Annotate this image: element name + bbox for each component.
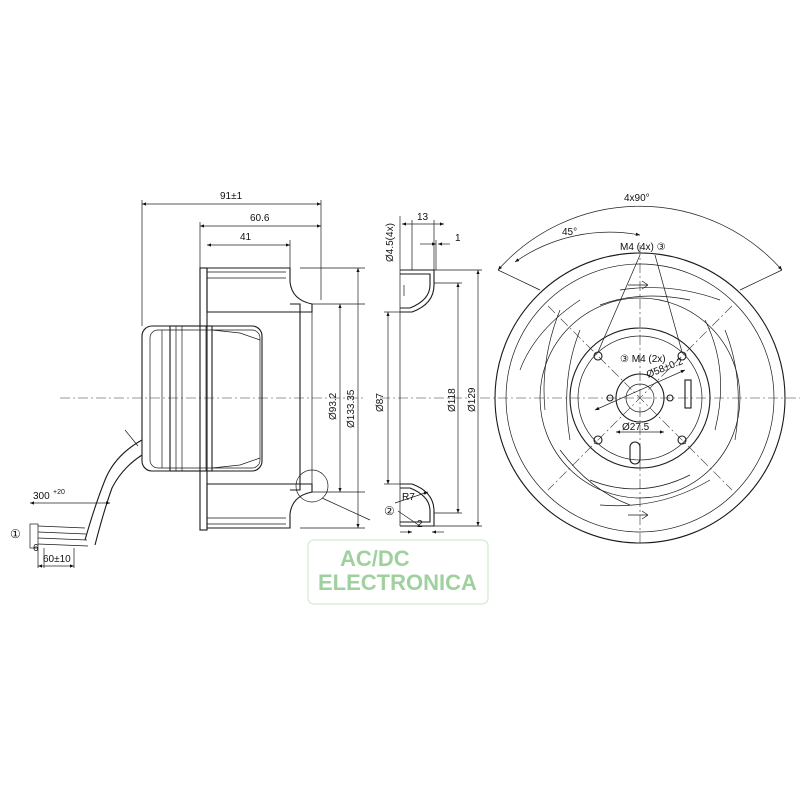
impeller-blades xyxy=(519,287,739,507)
dim-dia-133: Ø133.35 xyxy=(346,389,357,428)
watermark-line2: ELECTRONICA xyxy=(318,570,477,595)
cable xyxy=(84,439,143,541)
dim-dia-27: Ø27.5 xyxy=(622,422,650,433)
motor-body xyxy=(141,325,263,472)
callout-2: ② xyxy=(384,504,395,518)
watermark-line1: AC/DC xyxy=(340,546,410,571)
dim-dia-87: Ø87 xyxy=(375,393,386,412)
dim-dia-93: Ø93.2 xyxy=(328,392,339,420)
callout-1: ① xyxy=(10,527,21,541)
front-view: 4x90° 45° M4 (4x) ③ ③ M4 (2x) Ø58±0.2 Ø2… xyxy=(480,193,800,545)
dim-strip-a: 6 xyxy=(33,543,39,554)
dim-dia-129: Ø129 xyxy=(467,387,478,412)
label-thread-2x: ③ M4 (2x) xyxy=(620,354,666,365)
dim-strip-b: 60±10 xyxy=(43,554,71,565)
side-view: 91±1 60.6 41 Ø93.2 Ø133.35 300 +20 6 60±… xyxy=(10,191,371,568)
dim-angle-45: 45° xyxy=(562,227,577,238)
dim-hole-dia: Ø4.5(4x) xyxy=(385,223,396,262)
dim-flange-length: 60.6 xyxy=(250,213,270,224)
watermark-logo: AC/DC ELECTRONICA xyxy=(307,539,489,605)
nozzle-section: 13 1 Ø4.5(4x) Ø87 Ø118 Ø129 R7 ② 2 xyxy=(375,212,482,534)
dim-cable-tolerance: +20 xyxy=(53,489,65,496)
dim-overall-length: 91±1 xyxy=(220,191,243,202)
dim-cable-length: 300 xyxy=(33,491,50,502)
dim-inlet-depth: 41 xyxy=(240,232,252,243)
dim-angle-total: 4x90° xyxy=(624,193,650,204)
label-thread-4x: M4 (4x) ③ xyxy=(620,242,666,253)
dim-radius: R7 xyxy=(402,492,415,503)
dim-wall-2: 2 xyxy=(417,519,423,530)
dim-nozzle-13: 13 xyxy=(417,212,429,223)
dim-dia-118: Ø118 xyxy=(447,388,458,412)
dim-nozzle-1: 1 xyxy=(455,233,461,244)
